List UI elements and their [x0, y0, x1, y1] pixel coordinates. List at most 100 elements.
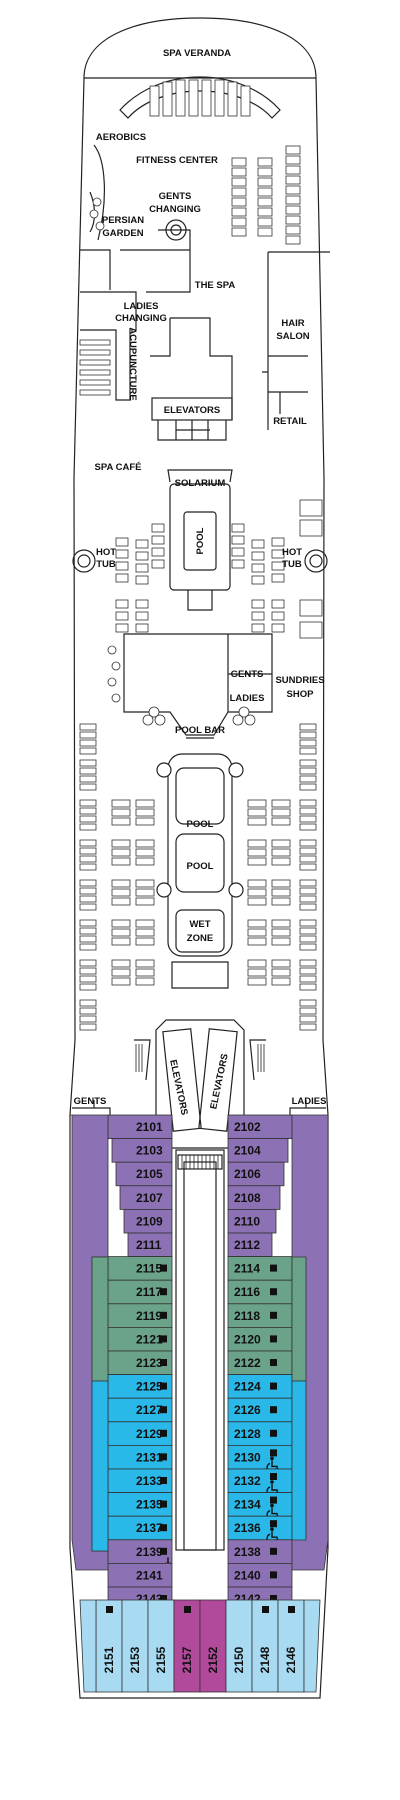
- black-square-icon: [270, 1595, 277, 1602]
- cabin[interactable]: 2131: [107, 1445, 173, 1470]
- cabin[interactable]: 2105: [115, 1161, 173, 1187]
- cabin[interactable]: 2125: [107, 1374, 173, 1399]
- cabin[interactable]: 2152: [199, 1599, 227, 1693]
- cabin-number: 2136: [234, 1521, 261, 1535]
- cabin-number: 2125: [136, 1380, 163, 1394]
- cabin[interactable]: 2137: [107, 1515, 173, 1541]
- cabin[interactable]: 2119: [107, 1303, 173, 1328]
- cabin-number: 2133: [136, 1474, 163, 1488]
- cabin-number: 2118: [234, 1309, 260, 1323]
- label-ladies-changing-1: LADIES: [124, 301, 159, 312]
- cabin-number: 2110: [234, 1214, 260, 1228]
- black-square-icon: [160, 1453, 167, 1461]
- cabin[interactable]: 2155: [147, 1599, 175, 1693]
- label-pool-1: POOL: [187, 819, 214, 830]
- cabin[interactable]: 2128: [227, 1421, 293, 1446]
- black-square-icon: [270, 1449, 277, 1457]
- label-retail: RETAIL: [273, 416, 307, 427]
- cabin-number: 2137: [136, 1521, 163, 1535]
- cabin[interactable]: 2127: [107, 1397, 173, 1423]
- cabin[interactable]: 2130: [227, 1445, 293, 1473]
- cabin-number: 2150: [232, 1646, 246, 1673]
- black-square-icon: [270, 1473, 277, 1480]
- black-square-icon: [270, 1382, 277, 1390]
- cabin[interactable]: 2123: [107, 1350, 173, 1376]
- cabin[interactable]: 2134: [227, 1492, 293, 1520]
- cabin-number: 2105: [136, 1167, 163, 1181]
- cabin[interactable]: 2114: [227, 1256, 293, 1281]
- cabin[interactable]: 2138: [227, 1539, 293, 1564]
- cabin[interactable]: 2101: [107, 1114, 173, 1140]
- cabin[interactable]: 2120: [227, 1327, 293, 1352]
- cabin[interactable]: 2148: [251, 1599, 279, 1693]
- cabin[interactable]: 2153: [121, 1599, 149, 1693]
- cabin[interactable]: 2107: [119, 1185, 173, 1210]
- cabin[interactable]: 2121: [107, 1327, 173, 1352]
- label-hot-tub-left-2: TUB: [96, 559, 116, 570]
- cabin-number: 2106: [234, 1167, 261, 1181]
- fitness-equipment: [149, 79, 301, 245]
- cabin[interactable]: 2124: [227, 1374, 293, 1399]
- black-square-icon: [160, 1288, 167, 1296]
- cabin[interactable]: 2118: [227, 1303, 293, 1328]
- cabin-number: 2120: [234, 1332, 261, 1346]
- black-square-icon: [160, 1547, 167, 1555]
- label-wet-zone-1: WET: [189, 919, 210, 930]
- label-fitness-center: FITNESS CENTER: [136, 155, 218, 166]
- cabin[interactable]: 2109: [123, 1209, 173, 1234]
- cabin-number: 2103: [136, 1144, 163, 1158]
- cabin[interactable]: 2115: [107, 1256, 173, 1281]
- cabin-number: 2148: [258, 1646, 272, 1673]
- cabin[interactable]: 2132: [227, 1468, 293, 1497]
- black-square-icon: [270, 1264, 277, 1272]
- label-ladies-aft: LADIES: [292, 1096, 327, 1107]
- cabin[interactable]: 2135: [107, 1492, 173, 1517]
- cabin-number: 2116: [234, 1285, 260, 1299]
- black-square-icon: [270, 1520, 277, 1528]
- cabin[interactable]: 2110: [227, 1209, 277, 1234]
- cabin-number: 2123: [136, 1356, 163, 1370]
- label-acupuncture: ACUPUNCTURE: [127, 327, 138, 400]
- cabin[interactable]: 2136: [227, 1515, 293, 1544]
- cabin[interactable]: 2104: [227, 1138, 289, 1163]
- cabin[interactable]: 2108: [227, 1185, 281, 1210]
- black-square-icon: [160, 1335, 167, 1343]
- cabin[interactable]: 2150: [225, 1599, 253, 1693]
- cabin-number: 2153: [128, 1646, 142, 1673]
- cabin[interactable]: 2140: [227, 1563, 293, 1588]
- cabin[interactable]: 2126: [227, 1397, 293, 1423]
- cabin[interactable]: 2151: [95, 1599, 123, 1693]
- cabin[interactable]: 2129: [107, 1421, 173, 1446]
- label-sundries-1: SUNDRIES: [275, 675, 324, 686]
- black-square-icon: [160, 1595, 167, 1602]
- cabin-number: 2132: [234, 1474, 261, 1488]
- black-square-icon: [160, 1382, 167, 1390]
- label-gents-changing-1: GENTS: [159, 191, 192, 202]
- label-hot-tub-right-1: HOT: [282, 547, 302, 558]
- label-spa-veranda: SPA VERANDA: [163, 48, 231, 59]
- black-square-icon: [270, 1359, 277, 1366]
- cabin[interactable]: 2133: [107, 1468, 173, 1494]
- cabin[interactable]: 2106: [227, 1161, 285, 1187]
- black-square-icon: [160, 1359, 167, 1366]
- cabin[interactable]: 2157: [173, 1599, 201, 1693]
- cabin[interactable]: 2112: [227, 1232, 273, 1258]
- cabin[interactable]: 2117: [107, 1279, 173, 1305]
- label-elevators-right: ELEVATORS: [208, 1053, 231, 1111]
- cabin-number: 2102: [234, 1120, 261, 1134]
- cabin[interactable]: 2102: [227, 1114, 293, 1140]
- cabin-number: 2151: [102, 1646, 116, 1673]
- black-square-icon: [270, 1311, 277, 1319]
- cabin-number: 2117: [136, 1285, 162, 1299]
- cabin[interactable]: 2111: [127, 1232, 173, 1258]
- black-square-icon: [270, 1335, 277, 1343]
- cabin[interactable]: 2141: [107, 1563, 173, 1588]
- cabin[interactable]: 2103: [111, 1138, 173, 1163]
- cabin[interactable]: 2146: [277, 1599, 305, 1693]
- cabin[interactable]: 2116: [227, 1279, 293, 1305]
- cabin[interactable]: 2122: [227, 1350, 293, 1376]
- black-square-icon: [270, 1496, 277, 1504]
